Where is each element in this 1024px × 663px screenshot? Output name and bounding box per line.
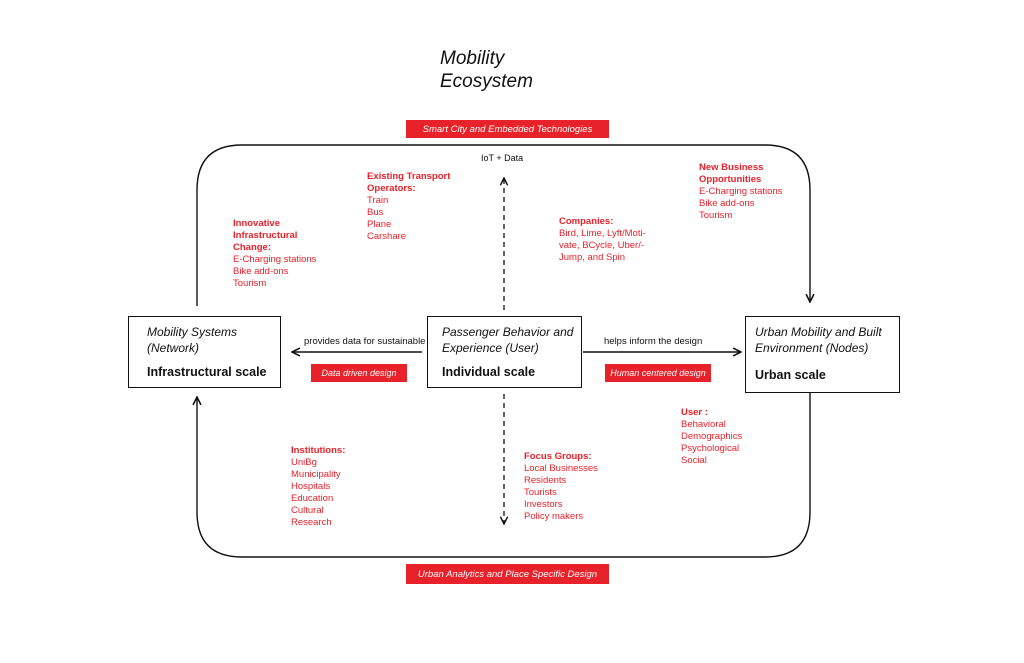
group-title-line: User : bbox=[681, 407, 708, 418]
group-title-line: Focus Groups: bbox=[524, 451, 592, 462]
edge-label-left: provides data for sustainable bbox=[304, 336, 426, 347]
node-title-line: Environment (Nodes) bbox=[755, 341, 869, 355]
group-new-business: New Business Opportunities E-Charging st… bbox=[699, 162, 782, 222]
iot-data-label: IoT + Data bbox=[481, 153, 524, 163]
group-item: Bike add-ons bbox=[233, 266, 289, 277]
group-title-line: Infrastructural bbox=[233, 230, 298, 241]
group-item: Bird, Lime, Lyft/Moti- bbox=[559, 228, 646, 239]
group-item: Plane bbox=[367, 219, 392, 230]
node-title-line: Experience (User) bbox=[442, 341, 539, 355]
group-item: Social bbox=[681, 455, 707, 466]
node-title: Passenger Behavior and Experience (User) bbox=[442, 324, 581, 356]
group-institutions: Institutions: UniBg Municipality Hospita… bbox=[291, 445, 345, 529]
group-title: Focus Groups: bbox=[524, 451, 598, 463]
tag-human-centered-design: Human centered design bbox=[605, 364, 711, 382]
group-title: Companies: bbox=[559, 216, 646, 228]
group-item: Tourism bbox=[233, 278, 267, 289]
group-transport-operators: Existing Transport Operators: Train Bus … bbox=[367, 171, 450, 243]
group-item: Tourists bbox=[524, 487, 557, 498]
tag-data-driven-design: Data driven design bbox=[311, 364, 407, 382]
node-title-line: Passenger Behavior and bbox=[442, 325, 574, 339]
group-title-line: Change: bbox=[233, 242, 271, 253]
group-title: Institutions: bbox=[291, 445, 345, 457]
node-title-line: Mobility Systems bbox=[147, 325, 238, 339]
group-item: Jump, and Spin bbox=[559, 252, 626, 263]
group-title: User : bbox=[681, 407, 742, 419]
group-item: Bike add-ons bbox=[699, 198, 755, 209]
title-line-2: Ecosystem bbox=[440, 71, 533, 92]
group-item: Residents bbox=[524, 475, 567, 486]
node-urban-mobility: Urban Mobility and Built Environment (No… bbox=[745, 316, 900, 393]
group-user: User : Behavioral Demographics Psycholog… bbox=[681, 407, 742, 467]
group-item: Local Businesses bbox=[524, 463, 598, 474]
top-banner: Smart City and Embedded Technologies bbox=[406, 120, 609, 138]
group-item: Tourism bbox=[699, 210, 733, 221]
group-item: vate, BCycle, Uber/- bbox=[559, 240, 644, 251]
node-title-line: Urban Mobility and Built bbox=[755, 325, 882, 339]
group-title-line: Existing Transport bbox=[367, 171, 451, 182]
group-item: Train bbox=[367, 195, 389, 206]
group-item: E-Charging stations bbox=[233, 254, 317, 265]
group-item: Bus bbox=[367, 207, 384, 218]
node-title-line: (Network) bbox=[147, 341, 200, 355]
node-mobility-systems: Mobility Systems (Network) Infrastructur… bbox=[128, 316, 281, 388]
node-title: Mobility Systems (Network) bbox=[147, 324, 280, 356]
bottom-loop-path bbox=[197, 393, 811, 558]
group-item: E-Charging stations bbox=[699, 186, 783, 197]
group-title-line: Innovative bbox=[233, 218, 280, 229]
group-focus-groups: Focus Groups: Local Businesses Residents… bbox=[524, 451, 598, 523]
group-item: Psychological bbox=[681, 443, 740, 454]
title-line-1: Mobility bbox=[440, 48, 505, 69]
group-item: Carshare bbox=[367, 231, 407, 242]
node-passenger-behavior: Passenger Behavior and Experience (User)… bbox=[427, 316, 582, 388]
group-title: New Business Opportunities bbox=[699, 162, 782, 186]
group-title: Existing Transport Operators: bbox=[367, 171, 450, 195]
bottom-banner: Urban Analytics and Place Specific Desig… bbox=[406, 564, 609, 584]
group-item: Demographics bbox=[681, 431, 743, 442]
node-scale: Infrastructural scale bbox=[147, 365, 267, 379]
node-scale: Urban scale bbox=[755, 368, 826, 382]
group-title-line: Institutions: bbox=[291, 445, 346, 456]
group-title-line: New Business bbox=[699, 162, 764, 173]
group-item: UniBg bbox=[291, 457, 317, 468]
edge-label-right: helps inform the design bbox=[604, 336, 703, 347]
group-item: Hospitals bbox=[291, 481, 331, 492]
group-innovative-change: Innovative Infrastructural Change: E-Cha… bbox=[233, 218, 316, 290]
group-item: Research bbox=[291, 517, 332, 528]
group-companies: Companies: Bird, Lime, Lyft/Moti- vate, … bbox=[559, 216, 646, 264]
diagram-title: Mobility Ecosystem bbox=[440, 47, 580, 93]
group-title: Innovative Infrastructural Change: bbox=[233, 218, 316, 254]
group-item: Municipality bbox=[291, 469, 341, 480]
group-item: Investors bbox=[524, 499, 563, 510]
top-loop-path bbox=[196, 144, 810, 306]
group-item: Education bbox=[291, 493, 334, 504]
group-title-line: Opportunities bbox=[699, 174, 762, 185]
group-item: Policy makers bbox=[524, 511, 584, 522]
group-item: Cultural bbox=[291, 505, 324, 516]
group-title-line: Operators: bbox=[367, 183, 416, 194]
group-item: Behavioral bbox=[681, 419, 726, 430]
node-scale: Individual scale bbox=[442, 365, 536, 379]
group-title-line: Companies: bbox=[559, 216, 614, 227]
node-title: Urban Mobility and Built Environment (No… bbox=[755, 324, 899, 356]
